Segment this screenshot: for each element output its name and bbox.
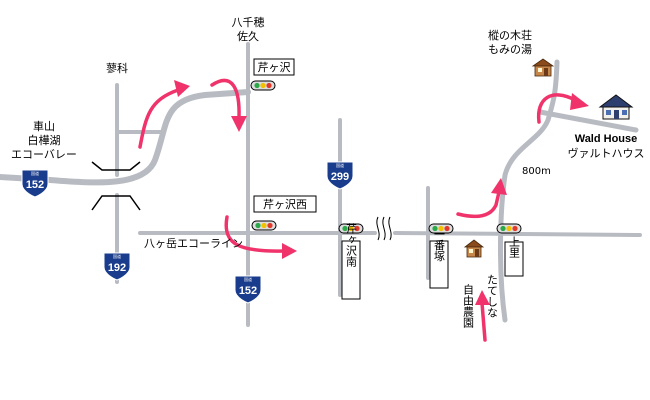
place-label-yachiho: 八千穂 bbox=[232, 15, 265, 29]
route-arrow bbox=[224, 215, 287, 253]
traffic-signals bbox=[250, 80, 522, 234]
road-echo-line bbox=[138, 231, 642, 237]
place-label-momi-no-yu: もみの湯 bbox=[488, 43, 532, 56]
route-arrow bbox=[138, 88, 180, 149]
arrow-head-icon bbox=[231, 116, 247, 132]
intersection-ichibanzuka: 一番塚 bbox=[429, 229, 449, 289]
route-shield-152-south: 国道 152 bbox=[234, 275, 262, 304]
intersection-label: 芹ヶ沢西 bbox=[263, 197, 307, 211]
intersection-serigasawa-minami: 芹ヶ沢南 bbox=[341, 223, 361, 300]
arrow-head-icon bbox=[174, 80, 190, 97]
arrow-head-icon bbox=[282, 243, 297, 259]
arrow-head-icon bbox=[491, 178, 507, 195]
svg-text:国道: 国道 bbox=[31, 170, 39, 176]
road-route-152-main bbox=[0, 89, 251, 186]
route-number: 152 bbox=[239, 285, 257, 297]
place-label-tateshina-farm: たてしな bbox=[486, 274, 499, 318]
svg-text:国道: 国道 bbox=[244, 276, 252, 282]
route-shield-152-west: 国道 152 bbox=[21, 169, 49, 198]
route-number: 192 bbox=[108, 262, 126, 274]
interchange-marks bbox=[91, 161, 141, 211]
intersection-label: 芹ヶ沢南 bbox=[345, 223, 358, 267]
route-arrow bbox=[456, 190, 501, 219]
place-label-jiyu-noen: 自由農園 bbox=[462, 284, 475, 329]
place-label-saku: 佐久 bbox=[237, 29, 259, 43]
route-arrow bbox=[480, 301, 487, 342]
distance-label: 800m bbox=[522, 166, 551, 177]
intersection-label: 一番塚 bbox=[433, 229, 446, 262]
arrow-head-icon bbox=[570, 93, 589, 110]
route-arrow bbox=[536, 93, 577, 124]
road-break-mark bbox=[376, 216, 392, 241]
intersection-label: 芹ヶ沢 bbox=[258, 60, 291, 74]
route-number: 152 bbox=[26, 179, 44, 191]
intersection-kamisato: 上里 bbox=[504, 236, 524, 277]
arrow-head-icon bbox=[475, 290, 490, 305]
svg-text:国道: 国道 bbox=[336, 162, 344, 168]
traffic-signal-icon bbox=[496, 223, 522, 234]
route-shield-299: 国道 299 bbox=[326, 161, 354, 190]
place-label-shirakabako: 白樺湖 bbox=[28, 133, 61, 147]
svg-text:国道: 国道 bbox=[113, 253, 121, 259]
intersection-label: 上里 bbox=[508, 236, 521, 258]
place-label-echo-valley: エコーバレー bbox=[11, 148, 77, 161]
road-kamisato bbox=[497, 59, 560, 323]
traffic-signal-icon bbox=[250, 80, 276, 91]
traffic-signal-icon bbox=[251, 220, 277, 231]
road-wald-branch bbox=[537, 109, 639, 133]
traffic-signal-icon bbox=[338, 223, 364, 234]
place-label-tateshina: 蓼科 bbox=[106, 61, 128, 75]
momi-no-ki-so-icon bbox=[531, 58, 555, 77]
wald-house-icon bbox=[598, 94, 634, 120]
route-arrow bbox=[210, 78, 241, 120]
farm-shop-icon bbox=[463, 239, 485, 258]
place-label-kurumayama: 車山 bbox=[33, 119, 55, 133]
destination-label-jp: ヴァルトハウス bbox=[568, 146, 645, 160]
traffic-signal-icon bbox=[428, 223, 454, 234]
intersection-serigasawa: 芹ヶ沢 bbox=[253, 58, 295, 76]
route-shield-192: 国道 192 bbox=[103, 252, 131, 281]
place-label-momi-no-ki-so: 樅の木荘 bbox=[488, 29, 532, 42]
route-arrows bbox=[138, 78, 589, 342]
route-number: 299 bbox=[331, 171, 349, 183]
road-label-echo-line: 八ヶ岳エコーライン bbox=[144, 237, 243, 250]
intersection-serigasawa-nishi: 芹ヶ沢西 bbox=[253, 195, 317, 213]
roads bbox=[0, 42, 642, 327]
destination-label-en: Wald House bbox=[575, 133, 638, 145]
